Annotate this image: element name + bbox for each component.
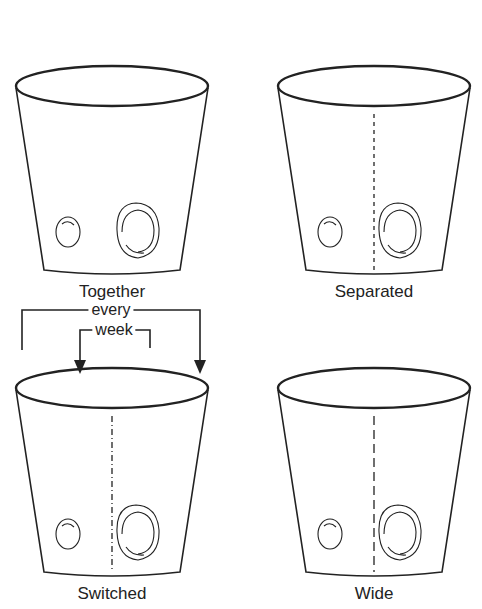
cup-body	[16, 390, 208, 576]
cup: Together	[12, 62, 212, 304]
cup-body	[278, 390, 470, 576]
cup-rim	[16, 368, 208, 408]
seed-contour	[324, 524, 336, 527]
cup-outline	[16, 66, 208, 274]
seed-contour	[126, 547, 144, 555]
cup-label: Separated	[274, 282, 474, 302]
cup-drawing	[12, 364, 212, 606]
cup-label: Wide	[274, 584, 474, 604]
cup-outline	[278, 368, 470, 576]
cup-label: Switched	[12, 584, 212, 604]
seed-contour	[62, 524, 74, 527]
cup-outline	[278, 66, 470, 274]
bracket-label: week	[92, 321, 135, 339]
seed-group	[318, 203, 421, 258]
cup-body	[16, 88, 208, 274]
cup-rim	[278, 368, 470, 408]
small-seed	[56, 519, 80, 549]
cup: Wide	[274, 364, 474, 606]
cup-body	[278, 88, 470, 274]
cup-outline	[16, 368, 208, 576]
small-seed	[318, 519, 342, 549]
cup-drawing	[12, 62, 212, 304]
cup-rim	[16, 66, 208, 106]
arrow-head	[74, 360, 86, 374]
cup-label: Together	[12, 282, 212, 302]
bracket-label: every	[88, 301, 133, 319]
arrow-head	[194, 360, 206, 374]
divider-line	[373, 114, 374, 270]
cup-drawing	[274, 62, 474, 304]
large-seed	[117, 203, 159, 258]
cup: Switched	[12, 364, 212, 606]
seed-contour	[62, 222, 74, 225]
seed-contour	[126, 245, 144, 253]
seed-group	[56, 203, 159, 258]
seed-group	[56, 505, 159, 560]
seed-group	[318, 505, 421, 560]
large-seed	[117, 505, 159, 560]
divider-line	[373, 416, 374, 572]
large-seed	[379, 203, 421, 258]
small-seed	[56, 217, 80, 247]
cup: Separated	[274, 62, 474, 304]
seed-contour	[388, 547, 406, 555]
large-seed	[379, 505, 421, 560]
small-seed	[318, 217, 342, 247]
cup-drawing	[274, 364, 474, 606]
seed-contour	[324, 222, 336, 225]
divider-line	[111, 416, 112, 572]
cup-rim	[278, 66, 470, 106]
seed-contour	[388, 245, 406, 253]
